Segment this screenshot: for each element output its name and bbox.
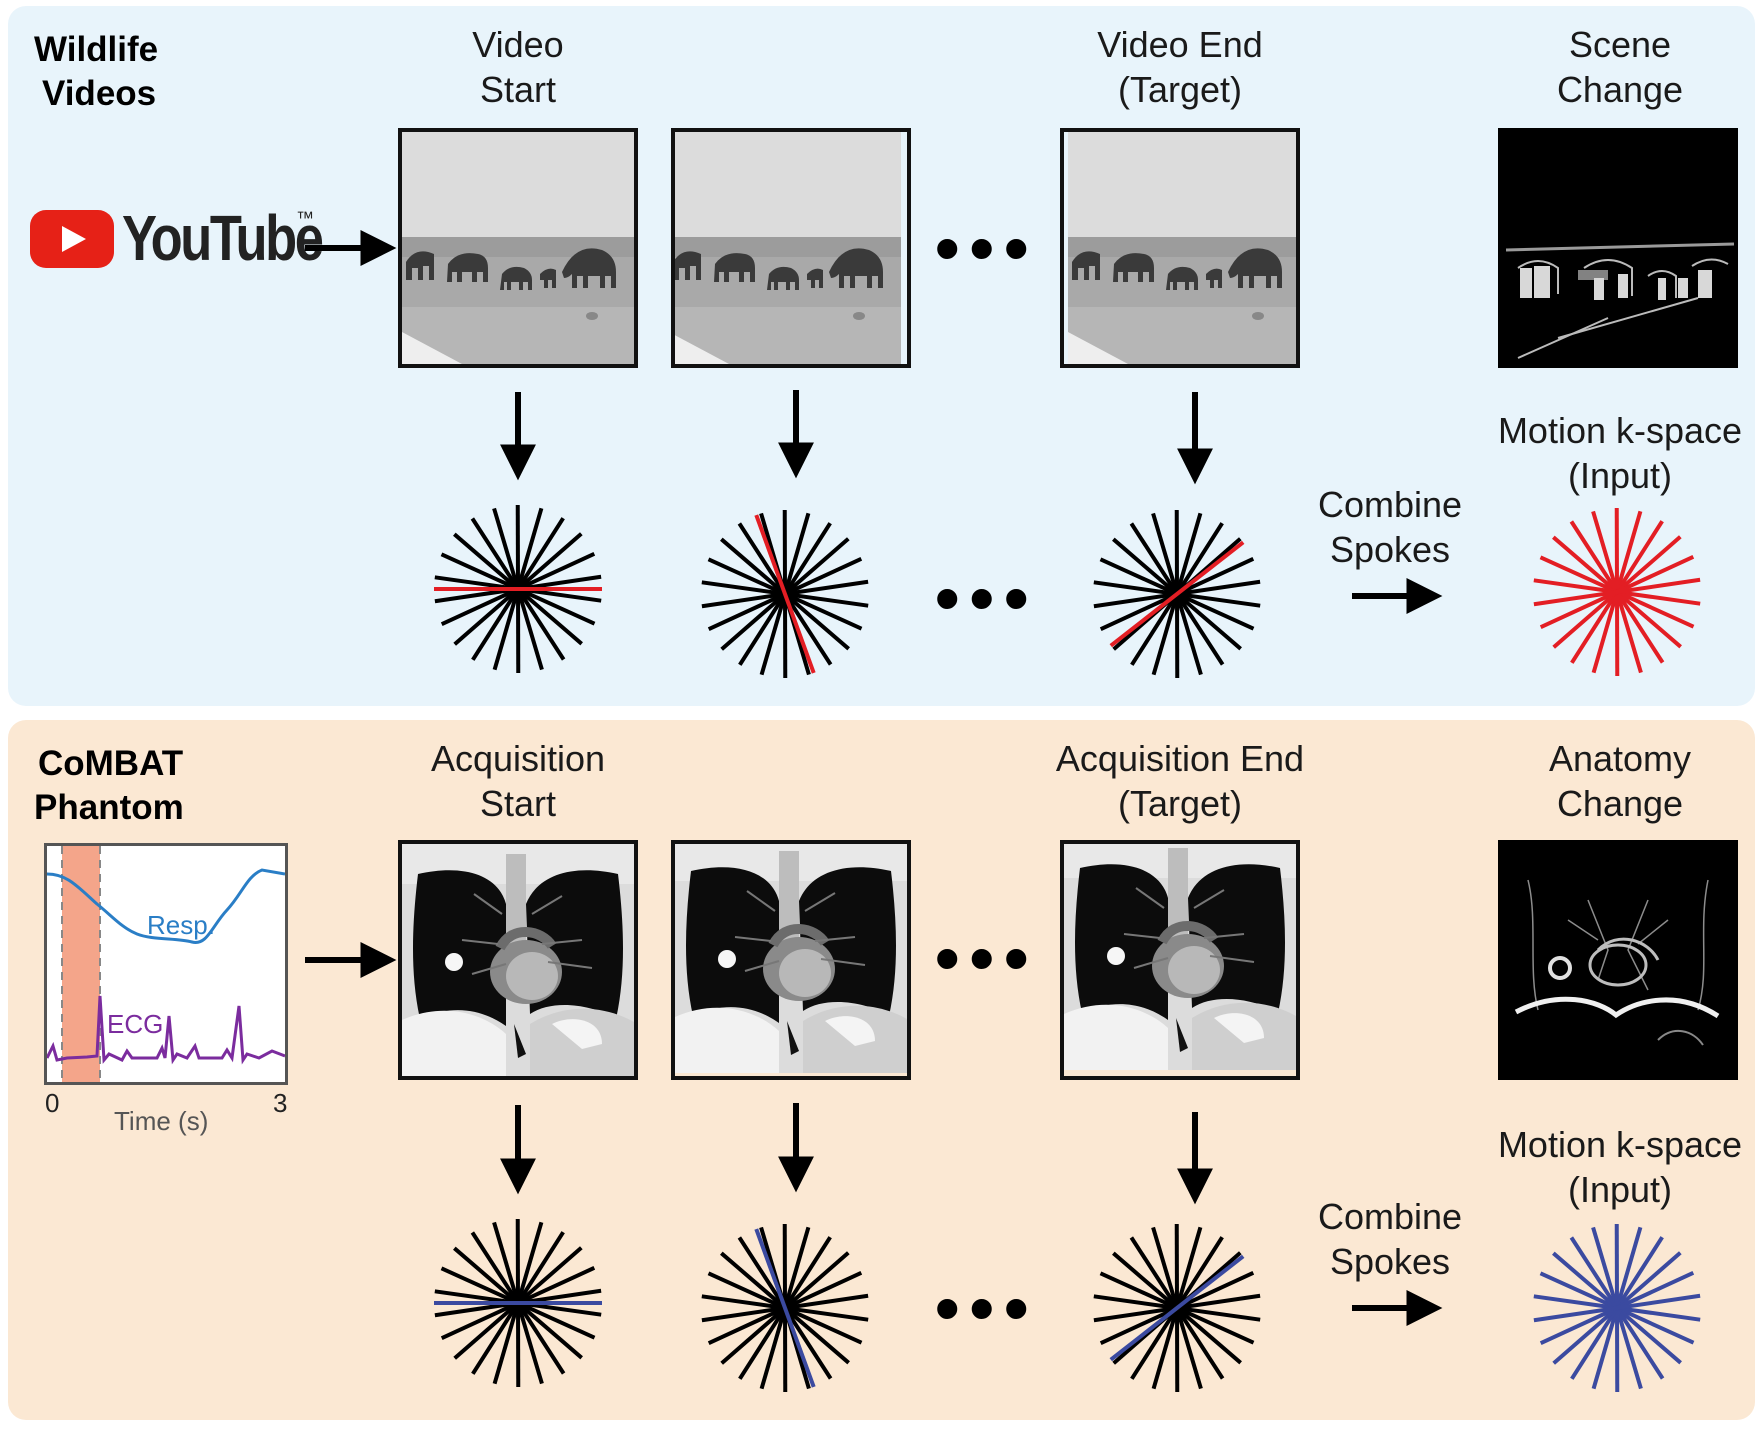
phantom-frame-start — [398, 840, 638, 1080]
resp-label: Resp. — [147, 910, 215, 940]
kspace-spoke-stars — [434, 504, 1701, 1393]
phantom-frame-end — [1060, 840, 1300, 1080]
flow-arrows — [305, 230, 1443, 1326]
spoke-highlight — [1109, 1254, 1245, 1362]
ecg-trace — [47, 995, 285, 1065]
spokes-combined-bottom — [1533, 1223, 1701, 1393]
scene-change-image — [1498, 128, 1738, 368]
spoke-highlight — [754, 514, 816, 674]
phantom-section-title: CoMBAT Phantom — [34, 744, 184, 827]
time-window-highlight — [62, 846, 100, 1082]
wildlife-section-title: Wildlife Videos — [34, 30, 159, 113]
spokes-acq-end — [1093, 1223, 1261, 1393]
motion-kspace-label-top: Motion k-space (Input) — [1497, 410, 1743, 496]
axis-max-label: 3 — [273, 1088, 288, 1118]
youtube-play-icon — [30, 210, 114, 268]
spoke-highlight — [754, 1228, 816, 1388]
scene-change-label: Scene Change — [1556, 24, 1684, 110]
spokes-acq-middle — [701, 1223, 869, 1393]
spokes-frame-end — [1093, 509, 1261, 679]
video-frame-end — [1060, 128, 1300, 368]
motion-kspace-label-bottom: Motion k-space (Input) — [1497, 1124, 1743, 1210]
combine-spokes-label-top: Combine Spokes — [1317, 484, 1463, 570]
video-frame-middle — [671, 128, 911, 368]
spokes-acq-start — [434, 1218, 602, 1388]
spokes-frame-middle — [701, 509, 869, 679]
time-axis-label: Time (s) — [114, 1106, 209, 1136]
spokes-combined-top — [1533, 507, 1701, 677]
youtube-trademark: ™ — [296, 208, 314, 228]
spoke-line — [1533, 1293, 1701, 1323]
signal-plot: Resp. ECG — [44, 843, 288, 1085]
spokes-frame-start — [434, 504, 602, 674]
youtube-wordmark: YouTube — [122, 202, 324, 274]
acquisition-end-label: Acquisition End (Target) — [1055, 738, 1305, 824]
combine-spokes-label-bottom: Combine Spokes — [1317, 1196, 1463, 1282]
phantom-frame-middle — [671, 840, 911, 1080]
video-end-label: Video End (Target) — [1097, 24, 1263, 110]
video-frame-start — [398, 128, 638, 368]
spoke-line — [1533, 577, 1701, 607]
ecg-label: ECG — [107, 1009, 164, 1039]
anatomy-change-label: Anatomy Change — [1548, 738, 1692, 824]
anatomy-change-image — [1498, 840, 1738, 1080]
axis-min-label: 0 — [45, 1088, 60, 1118]
resp-trace — [47, 868, 285, 944]
video-start-label: Video Start — [472, 24, 564, 110]
acquisition-start-label: Acquisition Start — [430, 738, 606, 824]
spoke-highlight — [1109, 540, 1245, 648]
